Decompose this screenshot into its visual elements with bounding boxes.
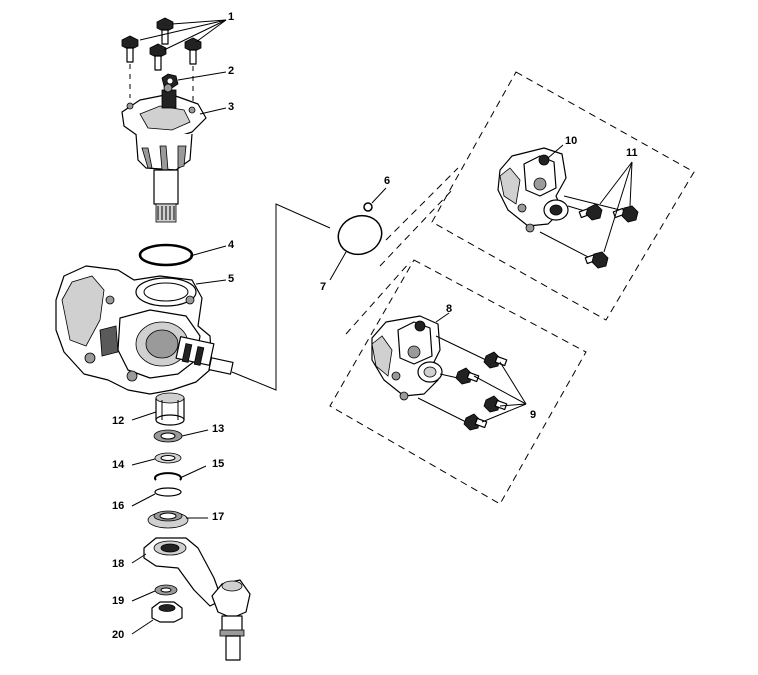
- bolt: [121, 35, 139, 98]
- callout-18: 18: [112, 558, 124, 570]
- callout-19: 19: [112, 595, 124, 607]
- part-6-small-o-ring: [363, 202, 373, 212]
- leader-lines: [131, 19, 633, 635]
- callout-15: 15: [212, 458, 224, 470]
- bolt: [455, 367, 480, 385]
- bolt: [483, 351, 508, 369]
- part-14-washer: [154, 452, 182, 464]
- callout-1: 1: [228, 11, 234, 23]
- part-15-16-snap-ring: [154, 472, 182, 497]
- dashed-link: [379, 187, 455, 267]
- bolt: [578, 203, 603, 221]
- callout-labels: 1 2 3 4 5 6 7 8 9 10 11 12 13 14 15 16 1…: [112, 11, 638, 641]
- part-17-dust-seal: [147, 510, 189, 529]
- callout-14: 14: [112, 459, 125, 471]
- part-10-adapter-upper: [497, 147, 621, 259]
- bolt: [584, 251, 609, 269]
- callout-4: 4: [228, 239, 235, 251]
- bolt: [612, 205, 639, 223]
- callout-6: 6: [384, 175, 390, 187]
- callout-7: 7: [320, 281, 326, 293]
- callout-12: 12: [112, 415, 124, 427]
- callout-17: 17: [212, 511, 224, 523]
- bolt: [156, 17, 174, 45]
- detail-box-upper: [431, 71, 695, 321]
- bolt: [483, 395, 508, 413]
- part-7-seal-ring: [337, 214, 383, 256]
- callout-13: 13: [212, 423, 224, 435]
- part-1-bolts: [121, 17, 202, 108]
- callout-2: 2: [228, 65, 234, 77]
- bolt: [149, 43, 167, 71]
- bolt: [184, 37, 202, 108]
- part-9-adapter-bolts: [455, 351, 508, 431]
- callout-3: 3: [228, 101, 234, 113]
- dashed-link: [385, 167, 459, 241]
- part-3-side-cover-sector-shaft: [121, 83, 207, 223]
- part-11-adapter-bolts: [578, 203, 639, 269]
- dashed-link: [345, 261, 411, 335]
- part-20-nut: [151, 601, 183, 623]
- detail-box-lower: [329, 259, 587, 505]
- part-13-seal: [153, 429, 183, 443]
- part-18-pitman-arm: [143, 537, 251, 661]
- part-8-adapter-lower: [371, 315, 487, 423]
- part-19-lock-washer: [154, 584, 178, 596]
- callout-9: 9: [530, 409, 536, 421]
- routing-line: [231, 203, 331, 391]
- callout-16: 16: [112, 500, 124, 512]
- callout-11: 11: [626, 147, 638, 159]
- callout-5: 5: [228, 273, 234, 285]
- part-12-bearing: [155, 392, 185, 426]
- callout-10: 10: [565, 135, 577, 147]
- part-4-o-ring: [138, 243, 194, 267]
- bolt: [463, 413, 488, 431]
- callout-20: 20: [112, 629, 124, 641]
- part-5-gear-housing: [55, 265, 234, 395]
- callout-8: 8: [446, 303, 452, 315]
